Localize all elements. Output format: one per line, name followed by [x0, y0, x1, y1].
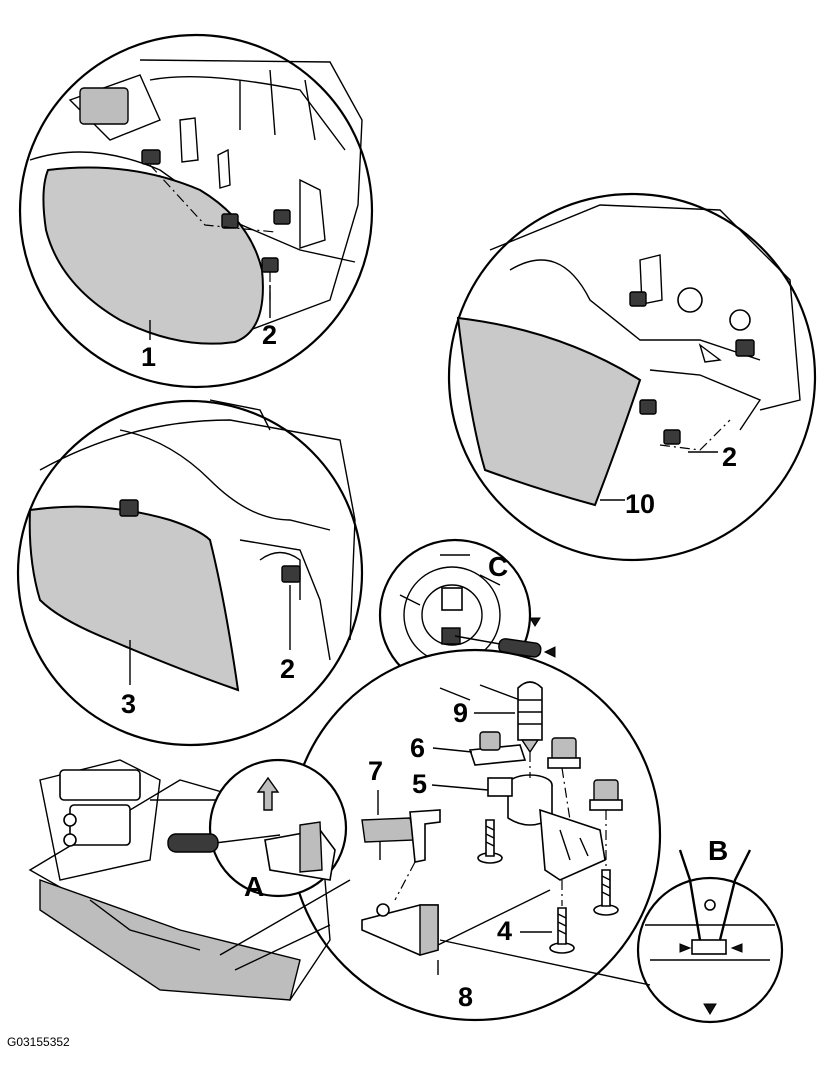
bracket-8	[361, 903, 439, 956]
callout-3: 3	[121, 689, 136, 719]
lower-panel-3	[28, 505, 240, 692]
callout-2c: 2	[280, 654, 295, 684]
screwdriver-icon	[167, 833, 281, 853]
arrow-down-icon	[703, 1003, 717, 1015]
arrow-right-icon	[679, 943, 692, 953]
detail-view-lid-1	[18, 33, 374, 389]
arrow-up-icon	[256, 776, 280, 811]
callout-2b: 2	[722, 442, 737, 472]
callout-4: 4	[497, 916, 512, 946]
detail-view-a	[167, 758, 348, 898]
callout-9: 9	[453, 698, 468, 728]
detail-view-panel-10	[447, 192, 817, 562]
detail-label-b: B	[708, 835, 728, 866]
screw-icon	[549, 907, 575, 954]
pin-9	[517, 681, 543, 754]
cap-6c	[589, 779, 623, 811]
arrow-up-icon	[529, 617, 541, 627]
cap-6	[468, 731, 527, 766]
callout-10: 10	[625, 489, 655, 519]
detail-view-mechanism	[288, 648, 662, 1022]
clip-icon	[119, 499, 301, 583]
callout-6: 6	[410, 733, 425, 763]
lid-panel-1	[42, 166, 264, 345]
detail-label-c: C	[488, 551, 508, 582]
trim-panel-10	[456, 316, 642, 507]
actuator-5	[487, 774, 606, 881]
center-console-overview	[28, 759, 351, 1001]
callout-2a: 2	[262, 320, 277, 350]
detail-label-a: A	[244, 871, 264, 902]
figure-id: G03155352	[7, 1035, 70, 1049]
pliers-icon	[678, 849, 752, 941]
arrow-left-icon	[543, 646, 556, 658]
arrow-left-icon	[730, 943, 743, 953]
cap-6b	[547, 737, 581, 769]
detail-view-b	[439, 849, 784, 1024]
callout-5: 5	[412, 769, 427, 799]
clip-icon	[629, 291, 755, 445]
detail-view-panel-3	[16, 399, 364, 747]
screw-icon	[593, 869, 619, 916]
callout-1: 1	[141, 342, 156, 372]
callout-8: 8	[458, 982, 473, 1012]
callout-7: 7	[368, 756, 383, 786]
slider-7	[361, 809, 441, 863]
screw-icon	[477, 819, 503, 864]
